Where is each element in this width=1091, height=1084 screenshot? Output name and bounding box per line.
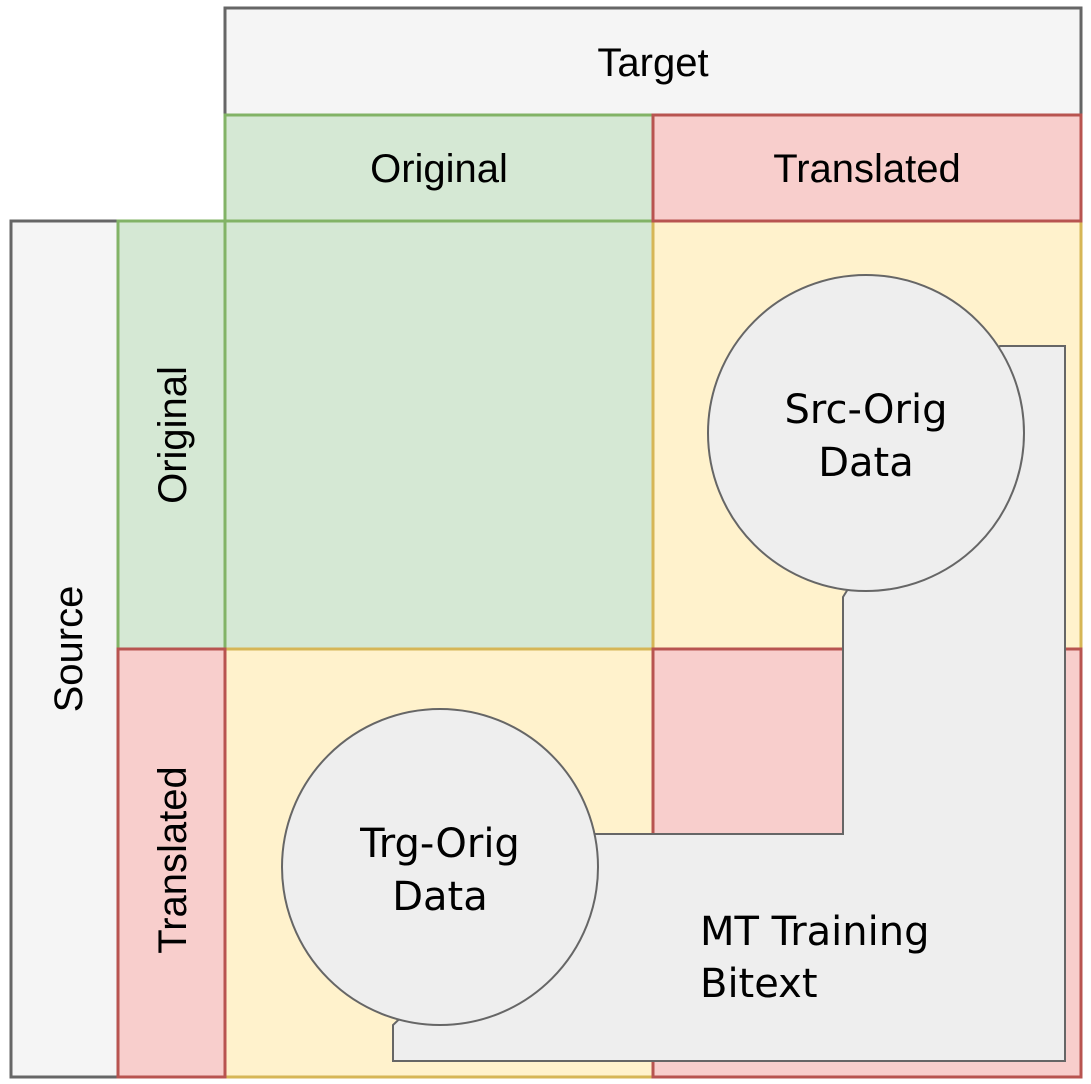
target-original-box	[223, 113, 655, 223]
bitext-label-line2: Bitext	[700, 961, 818, 1007]
trg-orig-label-line1: Trg-Orig	[359, 821, 520, 867]
src-orig-label-line1: Src-Orig	[785, 387, 948, 433]
source-original-label: Original	[151, 366, 195, 504]
src-orig-label-line2: Data	[818, 440, 914, 486]
trg-orig-data-circle	[281, 708, 599, 1026]
target-translated-label: Translated	[773, 147, 961, 191]
src-orig-data-circle	[707, 274, 1025, 592]
source-original-box	[116, 219, 227, 651]
target-header-label: Target	[597, 41, 708, 85]
source-translated-box	[116, 647, 227, 1079]
cell-orig-orig	[223, 219, 655, 651]
target-translated-box	[651, 113, 1083, 223]
source-header-box	[9, 219, 120, 1079]
source-translated-label: Translated	[151, 766, 195, 954]
target-original-label: Original	[370, 147, 508, 191]
trg-orig-label-line2: Data	[392, 874, 488, 920]
target-header-box	[223, 6, 1083, 117]
bitext-label-line1: MT Training	[700, 909, 930, 955]
source-header-label: Source	[47, 586, 91, 713]
